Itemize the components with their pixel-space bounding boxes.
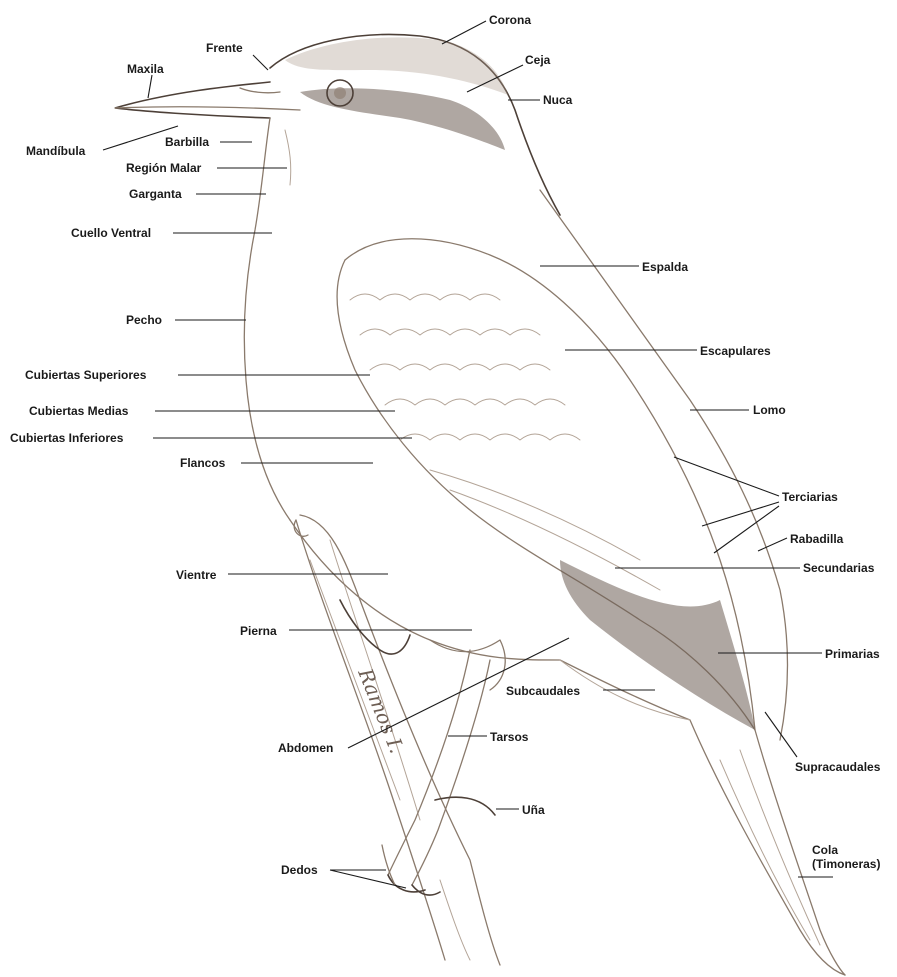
bird-outline [115,34,845,975]
label-terciarias: Terciarias [782,490,838,504]
label-ceja: Ceja [525,53,550,67]
label-nuca: Nuca [543,93,572,107]
label-region-malar: Región Malar [126,161,201,175]
label-rabadilla: Rabadilla [790,532,843,546]
label-maxila: Maxila [127,62,164,76]
label-cola-timoneras: Cola (Timoneras) [812,843,880,871]
label-mandibula: Mandíbula [26,144,85,158]
label-escapulares: Escapulares [700,344,771,358]
label-pierna: Pierna [240,624,277,638]
label-secundarias: Secundarias [803,561,874,575]
label-primarias: Primarias [825,647,880,661]
label-supracaudales: Supracaudales [795,760,880,774]
label-cuello-ventral: Cuello Ventral [71,226,151,240]
label-vientre: Vientre [176,568,216,582]
label-cubiertas-superiores: Cubiertas Superiores [25,368,146,382]
label-lomo: Lomo [753,403,786,417]
label-tarsos: Tarsos [490,730,528,744]
label-una: Uña [522,803,545,817]
label-abdomen: Abdomen [278,741,333,755]
label-corona: Corona [489,13,531,27]
label-frente: Frente [206,41,243,55]
label-cubiertas-inferiores: Cubiertas Inferiores [10,431,123,445]
artist-signature: Ramos I. [353,664,409,757]
label-garganta: Garganta [129,187,182,201]
label-barbilla: Barbilla [165,135,209,149]
label-subcaudales: Subcaudales [506,684,580,698]
label-pecho: Pecho [126,313,162,327]
label-espalda: Espalda [642,260,688,274]
label-cubiertas-medias: Cubiertas Medias [29,404,128,418]
label-dedos: Dedos [281,863,318,877]
label-flancos: Flancos [180,456,225,470]
